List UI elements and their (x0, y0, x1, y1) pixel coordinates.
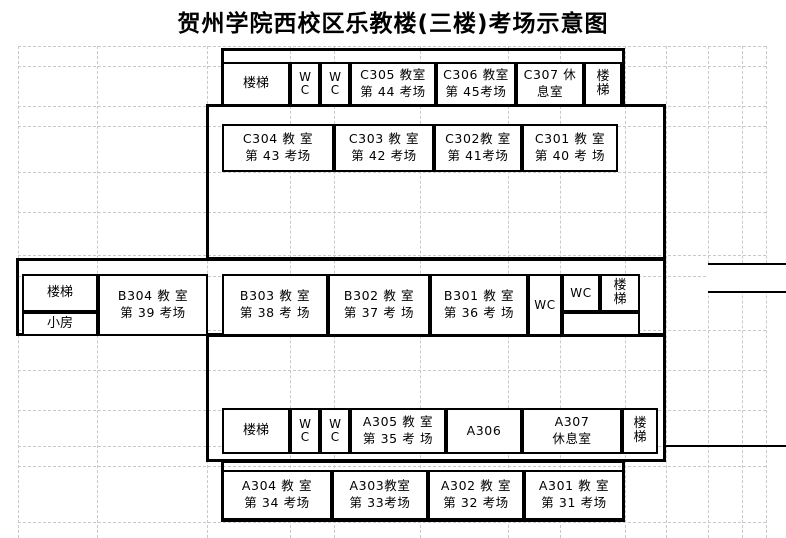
room-b301[interactable]: B301 教 室 第 36 考 场 (430, 274, 528, 336)
room-c306[interactable]: C306 教室 第 45考场 (436, 62, 516, 106)
room-label-line1: B301 教 室 (443, 288, 515, 304)
room-label-line1: 楼梯 (46, 285, 73, 301)
room-b-wc-1[interactable]: WC (528, 274, 562, 336)
room-c-wc-2[interactable]: W C (320, 62, 350, 106)
room-label-line2: 第 35 考 场 (362, 431, 434, 446)
room-label-line1: C304 教 室 (242, 131, 314, 147)
room-label-line2: 第 36 考 场 (443, 305, 515, 320)
room-label-line2: 第 41考场 (447, 148, 509, 163)
room-label-line1: 楼 (633, 416, 647, 432)
room-label-line1: W (329, 416, 341, 431)
room-label-line1: 楼梯 (242, 76, 269, 92)
room-label-line2: 第 39 考场 (120, 305, 186, 320)
room-a-wc-1[interactable]: W C (290, 408, 320, 454)
room-a-stair-left[interactable]: 楼梯 (222, 408, 290, 454)
room-label-line1: C303 教 室 (348, 131, 420, 147)
room-label-line1: W (299, 69, 311, 84)
room-b-xiaofang[interactable]: 小房 (22, 312, 98, 336)
b-block-empty-cell (562, 312, 640, 336)
room-c-stair-right[interactable]: 楼 梯 (584, 62, 622, 106)
room-a303[interactable]: A303教室 第 33考场 (332, 470, 428, 520)
room-label-line2: 第 34 考场 (244, 495, 310, 510)
room-c-wc-1[interactable]: W C (290, 62, 320, 106)
room-label-line2: 息室 (536, 84, 564, 99)
room-label-line1: W (299, 416, 311, 431)
room-label-line1: A306 (466, 422, 502, 438)
room-label-line1: WC (570, 285, 592, 300)
room-label-line2: 梯 (596, 83, 610, 98)
room-label-line1: 楼 (596, 69, 610, 85)
room-b303[interactable]: B303 教 室 第 38 考 场 (222, 274, 328, 336)
room-label-line1: 小房 (46, 316, 73, 332)
room-label-line2: 第 44 考场 (360, 84, 426, 99)
room-label-line1: A302 教 室 (440, 478, 512, 494)
room-label-line1: C302教 室 (445, 131, 511, 147)
room-a301[interactable]: A301 教 室 第 31 考场 (524, 470, 624, 520)
room-label-line2: 第 32 考场 (443, 495, 509, 510)
room-label-line2: 第 38 考 场 (239, 305, 311, 320)
room-label-line2: 第 45考场 (445, 84, 507, 99)
room-label-line1: A304 教 室 (241, 478, 313, 494)
room-a306[interactable]: A306 (446, 408, 522, 454)
room-b302[interactable]: B302 教 室 第 37 考 场 (328, 274, 430, 336)
room-a302[interactable]: A302 教 室 第 32 考场 (428, 470, 524, 520)
right-walkway-line-lower (708, 291, 786, 293)
room-a-stair-right[interactable]: 楼 梯 (622, 408, 658, 454)
room-b-stair-right[interactable]: 楼 梯 (600, 274, 640, 312)
room-a305[interactable]: A305 教 室 第 35 考 场 (350, 408, 446, 454)
room-label-line2: 第 31 考场 (541, 495, 607, 510)
room-label-line2: 第 40 考 场 (534, 148, 606, 163)
room-label-line1: C305 教室 (360, 67, 426, 83)
room-c305[interactable]: C305 教室 第 44 考场 (350, 62, 436, 106)
room-c-stair-left[interactable]: 楼梯 (222, 62, 290, 106)
room-label-line1: C301 教 室 (534, 131, 606, 147)
room-label-line1: C307 休 (523, 67, 577, 83)
room-label-line2: C (300, 430, 310, 444)
room-label-line1: 楼 (613, 278, 627, 294)
room-label-line1: B302 教 室 (343, 288, 415, 304)
room-label-line1: W (329, 69, 341, 84)
room-c304[interactable]: C304 教 室 第 43 考场 (222, 124, 334, 172)
room-label-line1: C306 教室 (443, 67, 509, 83)
room-label-line2: 第 42 考场 (351, 148, 417, 163)
room-label-line2: C (300, 83, 310, 97)
room-label-line2: C (330, 83, 340, 97)
room-c302[interactable]: C302教 室 第 41考场 (434, 124, 522, 172)
room-label-line1: A303教室 (349, 478, 411, 494)
room-c301[interactable]: C301 教 室 第 40 考 场 (522, 124, 618, 172)
room-label-line1: WC (534, 297, 556, 312)
room-b-stair-left[interactable]: 楼梯 (22, 274, 98, 312)
page-title: 贺州学院西校区乐教楼(三楼)考场示意图 (177, 11, 609, 37)
room-label-line1: B304 教 室 (117, 288, 189, 304)
right-lower-walkway-line (666, 445, 786, 447)
room-b-wc-2[interactable]: WC (562, 274, 600, 312)
room-label-line2: 第 33考场 (349, 495, 411, 510)
room-label-line2: 第 43 考场 (245, 148, 311, 163)
room-a304[interactable]: A304 教 室 第 34 考场 (222, 470, 332, 520)
room-label-line1: B303 教 室 (239, 288, 311, 304)
room-label-line1: A305 教 室 (362, 414, 434, 430)
room-label-line1: A307 (554, 414, 590, 430)
room-label-line2: 梯 (613, 292, 627, 307)
room-c303[interactable]: C303 教 室 第 42 考场 (334, 124, 434, 172)
room-a-wc-2[interactable]: W C (320, 408, 350, 454)
room-label-line2: 梯 (633, 430, 647, 445)
room-label-line1: A301 教 室 (538, 478, 610, 494)
right-walkway-line-upper (708, 263, 786, 265)
room-a307-rest[interactable]: A307 休息室 (522, 408, 622, 454)
room-label-line2: 第 37 考 场 (343, 305, 415, 320)
room-label-line2: C (330, 430, 340, 444)
room-b304[interactable]: B304 教 室 第 39 考场 (98, 274, 208, 336)
room-label-line1: 楼梯 (242, 423, 269, 439)
room-label-line2: 休息室 (552, 431, 592, 446)
right-exterior-walkway (708, 263, 786, 293)
room-c307-rest[interactable]: C307 休 息室 (516, 62, 584, 106)
